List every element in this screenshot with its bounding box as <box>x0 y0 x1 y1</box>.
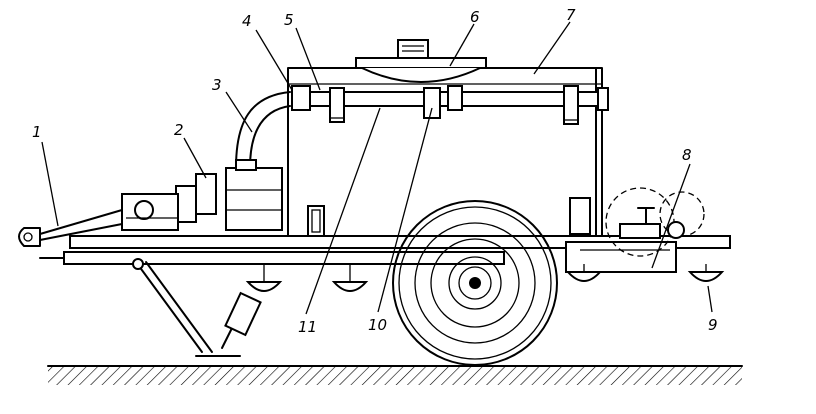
callout-3: 3 <box>212 76 222 94</box>
pump-unit <box>121 159 325 237</box>
callout-5: 5 <box>284 11 294 29</box>
filler-neck <box>355 39 487 83</box>
frame <box>39 235 731 273</box>
spray-nozzles <box>245 264 725 292</box>
tow-bar <box>18 209 123 247</box>
support-stand <box>132 258 262 357</box>
suction-hose <box>235 91 291 169</box>
wheel <box>392 200 558 366</box>
callout-2: 2 <box>174 121 184 139</box>
callout-8: 8 <box>682 146 692 164</box>
distributor <box>569 187 705 257</box>
distribution-pipe <box>291 85 609 125</box>
callout-4: 4 <box>242 12 252 30</box>
callout-1: 1 <box>32 123 42 141</box>
callout-labels: 1 2 3 4 5 6 7 8 9 10 11 <box>32 6 718 336</box>
ground <box>47 365 743 385</box>
callout-7: 7 <box>566 6 576 24</box>
callout-11: 11 <box>298 318 317 336</box>
leader-lines <box>41 21 713 315</box>
callout-6: 6 <box>470 8 480 26</box>
callout-9: 9 <box>708 316 718 334</box>
callout-10: 10 <box>368 316 387 334</box>
